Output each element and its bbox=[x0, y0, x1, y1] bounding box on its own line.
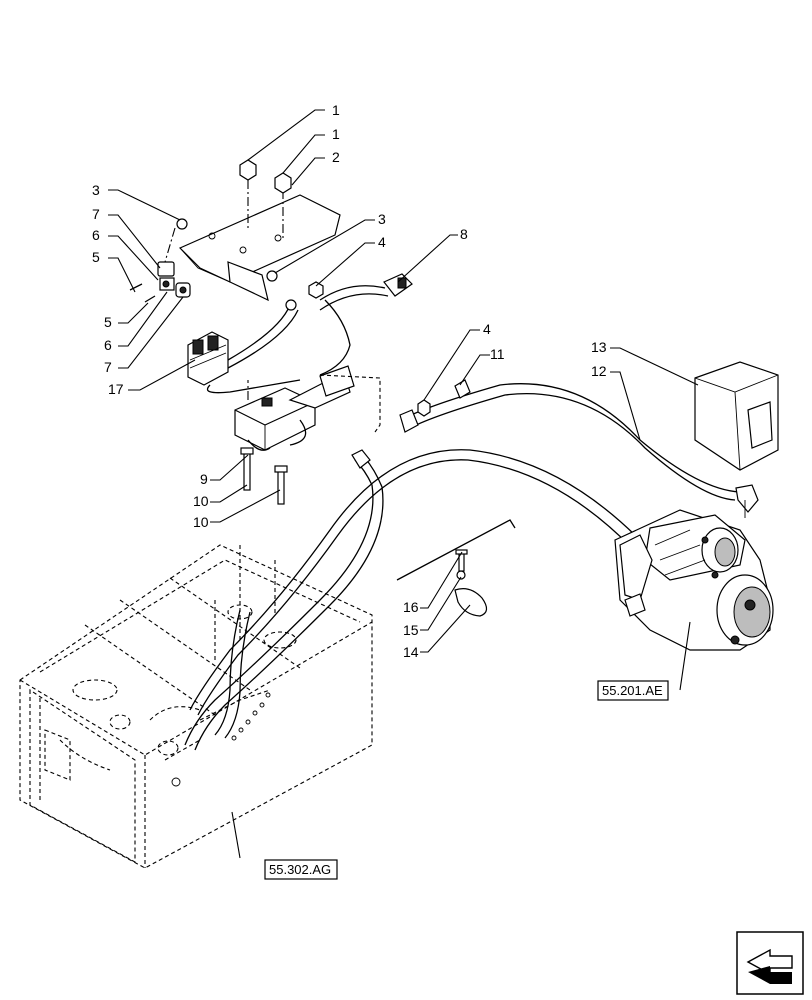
next-page-arrow-icon[interactable] bbox=[736, 931, 804, 995]
nut-1a bbox=[239, 159, 257, 181]
cable-clip bbox=[396, 519, 516, 617]
callout-1b: 1 bbox=[332, 126, 340, 142]
callout-4a: 4 bbox=[378, 234, 386, 250]
callout-15: 15 bbox=[403, 622, 419, 638]
callout-10a: 10 bbox=[193, 493, 209, 509]
callout-8: 8 bbox=[460, 226, 468, 242]
callout-3b: 3 bbox=[378, 211, 386, 227]
terminal-cover bbox=[694, 361, 779, 471]
callout-9: 9 bbox=[200, 471, 208, 487]
cable-12 bbox=[399, 379, 759, 518]
nut-1b bbox=[274, 172, 292, 194]
cable-with-connector bbox=[308, 273, 413, 376]
callout-2: 2 bbox=[332, 149, 340, 165]
reference-battery-label: 55.302.AG bbox=[269, 862, 331, 877]
callout-1a: 1 bbox=[332, 102, 340, 118]
bolt-10a bbox=[240, 447, 254, 491]
callout-5a: 5 bbox=[92, 249, 100, 265]
callout-11: 11 bbox=[490, 346, 505, 362]
callout-17: 17 bbox=[108, 381, 124, 397]
leader-lines bbox=[108, 109, 699, 859]
bolt-10b bbox=[274, 465, 288, 505]
battery-disconnect-switch bbox=[234, 365, 381, 451]
fuse-holder-assembly bbox=[187, 299, 301, 394]
reference-starter[interactable]: 55.201.AE bbox=[597, 680, 669, 701]
washer-3a bbox=[176, 218, 188, 230]
mounting-bracket bbox=[164, 180, 341, 302]
callout-7a: 7 bbox=[92, 206, 100, 222]
callout-6a: 6 bbox=[92, 227, 100, 243]
washer-3b bbox=[266, 270, 278, 282]
callout-7b: 7 bbox=[104, 359, 112, 375]
callout-6b: 6 bbox=[104, 337, 112, 353]
callout-5b: 5 bbox=[104, 314, 112, 330]
callout-3a: 3 bbox=[92, 182, 100, 198]
starter-motor bbox=[614, 509, 774, 651]
battery-box bbox=[19, 544, 373, 869]
callout-13: 13 bbox=[591, 339, 607, 355]
callout-10b: 10 bbox=[193, 514, 209, 530]
callout-4b: 4 bbox=[483, 321, 491, 337]
battery-cables bbox=[184, 449, 641, 751]
reference-starter-label: 55.201.AE bbox=[602, 683, 663, 698]
relay-mount-parts bbox=[129, 261, 191, 303]
callout-14: 14 bbox=[403, 644, 419, 660]
reference-battery[interactable]: 55.302.AG bbox=[264, 859, 338, 880]
callout-16: 16 bbox=[403, 599, 419, 615]
callout-12: 12 bbox=[591, 363, 607, 379]
callout-labels: 1 1 2 3 7 6 5 3 4 8 5 6 7 17 4 11 13 12 … bbox=[92, 102, 607, 660]
